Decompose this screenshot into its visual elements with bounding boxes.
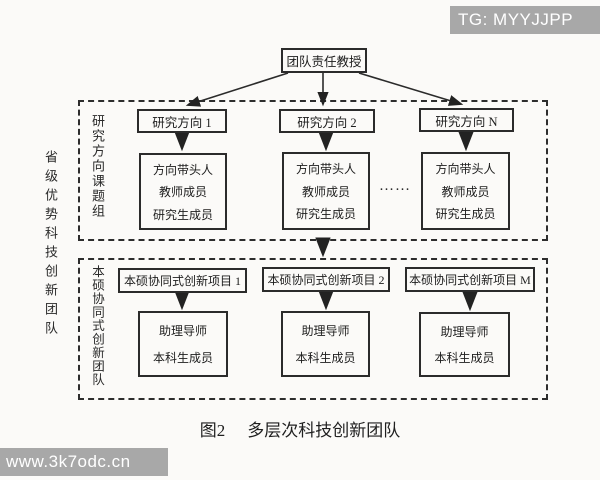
direction-members-box-1: 方向带头人 教师成员 研究生成员 xyxy=(139,153,227,230)
member-line: 教师成员 xyxy=(441,184,490,199)
member-line: 助理导师 xyxy=(440,325,489,339)
lower-group-border xyxy=(78,258,548,400)
project-box-1: 本硕协同式创新项目 1 xyxy=(118,268,247,293)
member-line: 教师成员 xyxy=(301,184,350,199)
outer-team-label: 省级优势科技创新团队 xyxy=(43,150,58,340)
watermark-telegram: TG: MYYJJPP xyxy=(450,6,600,34)
figure-number: 图2 xyxy=(199,421,226,440)
direction-box-n: 研究方向 N xyxy=(419,108,514,132)
upper-group-label: 研究方向课题组 xyxy=(90,114,105,219)
member-line: 方向带头人 xyxy=(435,161,496,176)
direction-members-box-n: 方向带头人 教师成员 研究生成员 xyxy=(421,152,510,230)
lower-group-label: 本硕协同式创新团队 xyxy=(90,265,104,387)
ellipsis-between-columns: …… xyxy=(379,178,411,194)
member-line: 研究生成员 xyxy=(152,207,213,222)
project-box-2: 本硕协同式创新项目 2 xyxy=(262,267,390,292)
project-box-m: 本硕协同式创新项目 M xyxy=(405,267,535,292)
project-members-box-m: 助理导师 本科生成员 xyxy=(419,312,510,377)
watermark-website: www.3k7odc.cn xyxy=(0,448,168,476)
member-line: 研究生成员 xyxy=(435,207,496,222)
member-line: 方向带头人 xyxy=(295,161,356,176)
member-line: 本科生成员 xyxy=(295,350,356,365)
member-line: 方向带头人 xyxy=(152,162,213,177)
member-line: 助理导师 xyxy=(158,324,207,339)
member-line: 本科生成员 xyxy=(434,351,495,365)
figure-title: 多层次科技创新团队 xyxy=(247,421,401,440)
direction-box-2: 研究方向 2 xyxy=(279,109,375,133)
direction-box-1: 研究方向 1 xyxy=(137,109,227,133)
member-line: 研究生成员 xyxy=(295,207,356,222)
upper-group-border xyxy=(78,100,548,241)
project-members-box-1: 助理导师 本科生成员 xyxy=(138,311,228,377)
member-line: 教师成员 xyxy=(158,185,207,199)
root-professor-box: 团队责任教授 xyxy=(281,48,367,73)
project-members-box-2: 助理导师 本科生成员 xyxy=(281,311,370,377)
figure-caption: 图2 多层次科技创新团队 xyxy=(0,416,600,441)
direction-members-box-2: 方向带头人 教师成员 研究生成员 xyxy=(282,152,370,230)
member-line: 本科生成员 xyxy=(152,350,213,365)
member-line: 助理导师 xyxy=(301,324,350,339)
